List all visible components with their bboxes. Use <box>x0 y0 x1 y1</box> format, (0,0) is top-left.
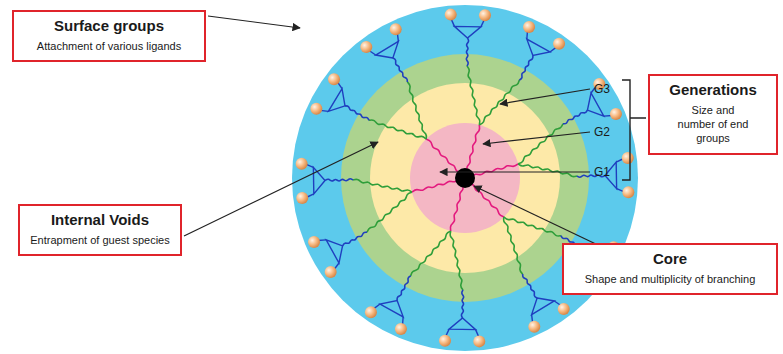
g3-branch <box>397 276 411 300</box>
surface-group-ball <box>445 9 457 21</box>
surface-group-ball <box>558 303 570 315</box>
branch-triangle <box>380 300 403 316</box>
g2-branch <box>518 124 563 164</box>
leader-line <box>483 132 590 144</box>
callout-description: Size and number of end groups <box>674 103 752 146</box>
g2-branch <box>467 66 480 125</box>
branch-triangle <box>376 41 399 58</box>
g2-branch <box>367 192 412 232</box>
g2-shell <box>341 54 589 302</box>
g2-branch <box>450 231 463 290</box>
generations-bracket <box>622 80 646 180</box>
branch-triangle <box>328 89 345 112</box>
callout-description: Entrapment of guest species <box>30 233 170 247</box>
dendrimer-branches <box>296 9 635 348</box>
surface-group-ball <box>523 21 535 33</box>
g3-branch <box>325 179 353 181</box>
callout-title: Generations <box>658 81 768 100</box>
g2-branch <box>407 82 426 139</box>
g3-branch <box>523 274 537 298</box>
branch-triangle <box>532 298 555 315</box>
callout-box: GenerationsSize and number of end groups <box>648 74 778 155</box>
surface-group-ball <box>395 323 407 335</box>
g3-branch <box>461 290 463 318</box>
surface-group-ball <box>528 321 540 333</box>
leader-line <box>184 142 378 236</box>
surface-group-ball <box>328 73 340 85</box>
g3-branch <box>393 58 407 82</box>
leader-line <box>208 16 300 28</box>
generation-label: G1 <box>594 166 610 178</box>
core-dot <box>455 168 475 188</box>
surface-group-ball <box>365 306 377 318</box>
g3-branch <box>563 110 587 124</box>
leader-line <box>440 171 590 172</box>
generation-label: G3 <box>594 83 610 95</box>
generation-label: G2 <box>594 126 610 138</box>
callout-title: Core <box>572 250 768 269</box>
callout-box: Surface groupsAttachment of various liga… <box>12 10 206 62</box>
g3-branch <box>345 106 369 120</box>
surface-group-ball <box>473 335 485 347</box>
callout-description: Shape and multiplicity of branching <box>572 272 768 286</box>
g2-branch <box>504 217 523 274</box>
callout-title: Internal Voids <box>28 211 172 230</box>
callout-description: Attachment of various ligands <box>24 39 194 53</box>
g2-branch <box>518 164 577 177</box>
g2-branch <box>411 231 451 276</box>
branch-triangle <box>313 167 325 193</box>
g3-branch <box>466 38 468 66</box>
surface-group-ball <box>610 108 622 120</box>
branch-triangle <box>527 39 550 55</box>
inner-shell <box>410 123 520 233</box>
surface-group-ball <box>553 38 565 50</box>
surface-group-ball <box>325 266 337 278</box>
branch-triangle <box>449 318 475 330</box>
surface-group-ball <box>439 335 451 347</box>
g1-shell <box>370 83 560 273</box>
branch-triangle <box>454 26 480 38</box>
g3-branch <box>519 56 533 80</box>
surface-group-ball <box>479 9 491 21</box>
surface-group-ball <box>622 186 634 198</box>
branch-triangle <box>326 240 342 263</box>
surface-group-ball <box>390 23 402 35</box>
surface-group-ball <box>296 158 308 170</box>
callout-box: CoreShape and multiplicity of branching <box>562 243 778 295</box>
surface-group-ball <box>310 103 322 115</box>
leader-line <box>500 89 590 104</box>
callout-box: Internal VoidsEntrapment of guest specie… <box>18 204 182 256</box>
g2-branch <box>504 217 561 236</box>
surface-group-ball <box>308 236 320 248</box>
branch-triangle <box>587 93 603 116</box>
surface-group-ball <box>296 192 308 204</box>
leader-lines <box>184 16 646 246</box>
surface-group-ball <box>622 152 634 164</box>
g2-branch <box>353 179 412 192</box>
g2-branch <box>369 120 426 139</box>
outer-shell <box>292 5 638 351</box>
leader-line <box>474 186 600 246</box>
g2-branch <box>479 80 519 125</box>
surface-group-ball <box>360 41 372 53</box>
g3-branch <box>343 232 367 246</box>
callout-title: Surface groups <box>22 17 196 36</box>
